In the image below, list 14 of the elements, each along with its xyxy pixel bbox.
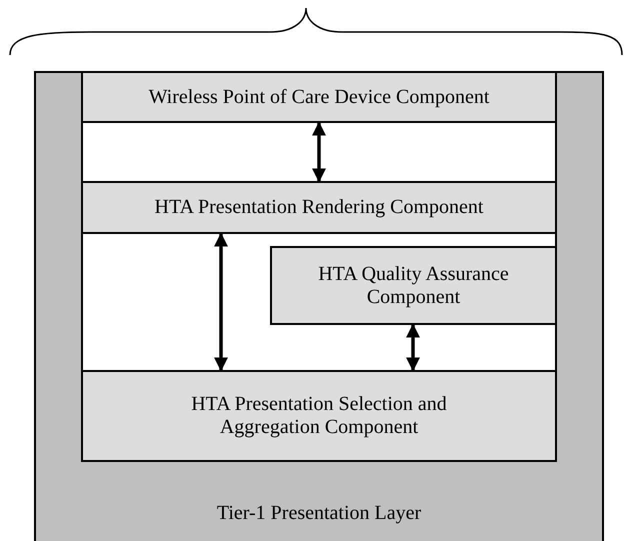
double-arrow — [312, 122, 326, 182]
component-label: HTA Presentation Selection and Aggregation Component — [190, 393, 448, 439]
component-box — [81, 181, 557, 234]
component-label: HTA Quality Assurance Component — [317, 262, 510, 308]
component-box — [81, 71, 557, 123]
component-box — [81, 370, 557, 462]
component-label: Wireless Point of Care Device Component — [148, 86, 490, 108]
container-box — [81, 71, 557, 462]
double-arrow — [406, 324, 420, 372]
layer-box — [34, 71, 604, 541]
component-label: HTA Presentation Rendering Component — [154, 196, 484, 219]
double-arrow — [214, 232, 228, 372]
layer-label: Tier-1 Presentation Layer — [216, 502, 422, 525]
component-box — [270, 246, 557, 325]
